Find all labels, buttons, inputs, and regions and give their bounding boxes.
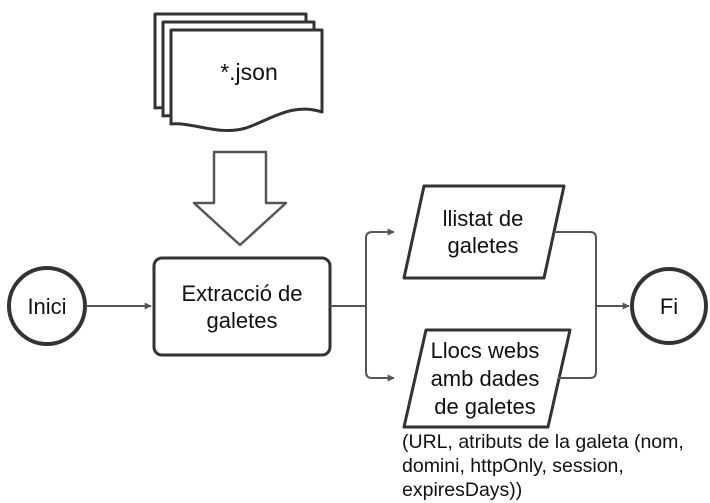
- output-bottom-shape: [402, 328, 572, 429]
- output-bottom-label: Llocs webs amb dades de galetes: [430, 338, 540, 419]
- output-bottom-note: (URL, atributs de la galeta (nom, domini…: [402, 431, 684, 501]
- input-arrow: [192, 150, 288, 247]
- output-top-label: llistat de galetes: [442, 206, 524, 258]
- documents-label: *.json: [220, 58, 278, 85]
- start-label: Inici: [27, 293, 67, 319]
- process-label: Extracció de galetes: [181, 280, 303, 333]
- json-documents-shape: [153, 12, 324, 132]
- end-node: [630, 267, 708, 345]
- connector-process-split: [330, 228, 395, 307]
- output-top-shape: [402, 184, 566, 280]
- connector-process-split-lower: [365, 306, 395, 382]
- start-node: [7, 266, 87, 346]
- end-label: Fi: [659, 293, 679, 319]
